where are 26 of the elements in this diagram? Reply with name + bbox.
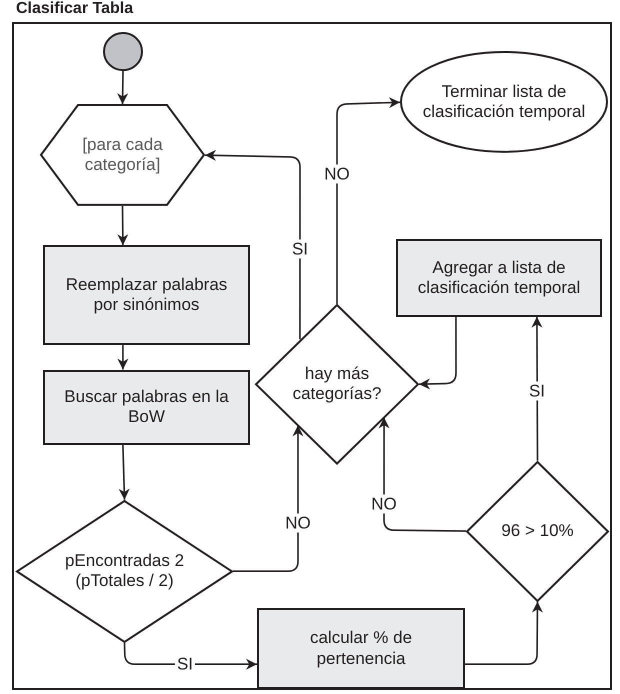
arrow (418, 316, 457, 390)
arrow (204, 150, 301, 340)
arrow (118, 444, 130, 500)
arrow (378, 417, 466, 532)
arrow (336, 97, 400, 304)
diagram-title: Clasificar Tabla (16, 0, 134, 18)
node-text: pEncontradas 2 (pTotales / 2) (64, 550, 186, 592)
node-text: 96 > 10% (501, 520, 574, 542)
process-box (43, 370, 250, 445)
process-box (43, 245, 250, 346)
arrow (117, 206, 128, 246)
node-text: Buscar palabras en la BoW (63, 386, 230, 428)
node-text: Reemplazar palabras por sinónimos (64, 274, 228, 316)
arrow (117, 345, 128, 370)
node-text: Terminar lista de clasificación temporal (422, 82, 586, 123)
node-text: hay más categorías? (292, 364, 382, 405)
process-box (257, 608, 465, 689)
arrow (531, 316, 542, 461)
arrow (124, 642, 257, 670)
arrow (465, 602, 543, 666)
arrow (117, 70, 128, 104)
process-box (396, 239, 602, 317)
arrow (233, 425, 304, 572)
node-text: calcular % de pertenencia (308, 628, 414, 669)
node-text: [para cada categoría] (81, 134, 164, 176)
node-text: Agregar a lista de clasificación temporal (416, 258, 582, 298)
